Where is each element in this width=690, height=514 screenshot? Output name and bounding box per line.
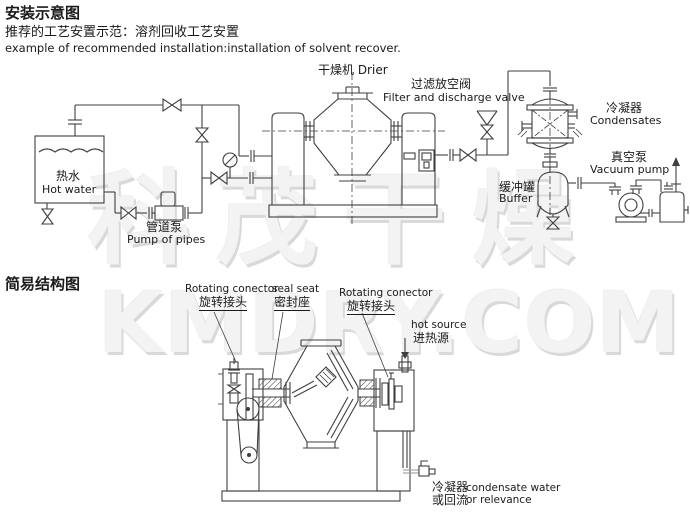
internal-probe bbox=[291, 366, 337, 398]
rotating-connector-left-label-en: Rotating conector bbox=[185, 283, 279, 295]
drain-label-cn-2: 或回流 bbox=[432, 493, 469, 507]
condensate-drain bbox=[402, 431, 436, 477]
drain-label-en-2: or relevance bbox=[466, 494, 532, 506]
hot-water-label-cn: 热水 bbox=[56, 169, 81, 183]
belt-drive bbox=[236, 373, 260, 464]
down-arrow-icon bbox=[401, 352, 409, 359]
pipe-pump bbox=[104, 191, 202, 221]
exhaust-arrow-icon bbox=[672, 157, 680, 166]
buffer-label-en: Buffer bbox=[499, 192, 533, 205]
right-seal-and-connector bbox=[358, 372, 403, 410]
hot-water-piping bbox=[68, 97, 272, 213]
vacuum-label-cn: 真空泵 bbox=[611, 150, 648, 164]
valve-icon bbox=[194, 127, 210, 143]
hot-source-label-en: hot source bbox=[411, 319, 467, 331]
rotating-connector-left-label-cn: 旋转接头 bbox=[199, 295, 248, 311]
pressure-gauge-icon bbox=[222, 152, 238, 178]
buffer-label-cn: 缓冲罐 bbox=[499, 180, 536, 194]
valve-icon bbox=[545, 216, 561, 230]
filter-valve-label-cn: 过滤放空阀 bbox=[411, 77, 472, 91]
subtitle-en: example of recommended installation:inst… bbox=[5, 41, 401, 55]
vacuum-pump-unit bbox=[609, 157, 689, 223]
valve-icon bbox=[162, 97, 182, 113]
rotating-connector-right-label-en: Rotating conector bbox=[339, 287, 433, 299]
hot-source-inlet bbox=[398, 338, 412, 373]
drier-unit bbox=[262, 72, 445, 227]
valve-icon bbox=[40, 208, 55, 225]
condenser-vessel bbox=[517, 96, 583, 215]
watermark-bottom: KMDRY.COM bbox=[98, 274, 681, 372]
page-title: 安装示意图 bbox=[5, 4, 81, 22]
hot-water-tank bbox=[34, 135, 105, 225]
hot-water-label-en: Hot water bbox=[42, 183, 97, 196]
pump-label-en: Pump of pipes bbox=[127, 233, 206, 246]
drain-label-en-1: condensate water bbox=[466, 482, 561, 494]
structure-base bbox=[221, 368, 415, 502]
buffer-tank bbox=[536, 171, 615, 230]
hot-source-label-cn: 进热源 bbox=[413, 331, 450, 345]
condenser-label-cn: 冷凝器 bbox=[606, 101, 643, 115]
left-rotating-connector bbox=[218, 358, 242, 405]
condenser-label-en: Condensates bbox=[590, 114, 662, 127]
structure-title: 简易结构图 bbox=[5, 275, 81, 293]
seal-seat-label-en: seal seat bbox=[272, 283, 320, 295]
valve-icon bbox=[120, 205, 137, 221]
valve-icon bbox=[210, 170, 228, 186]
seal-seat-label-cn: 密封座 bbox=[274, 295, 311, 311]
label-pointer-lines bbox=[213, 311, 389, 380]
filter-valve-label-en: Filter and discharge valve bbox=[383, 91, 525, 104]
rotating-connector-right-label-cn: 旋转接头 bbox=[347, 299, 396, 315]
drier-label: 干燥机 Drier bbox=[318, 63, 388, 77]
valve-icon bbox=[459, 147, 477, 163]
subtitle-cn: 推荐的工艺安置示范：溶剂回收工艺安置 bbox=[5, 25, 240, 40]
cone-vessel bbox=[283, 339, 359, 449]
drain-label-cn-1: 冷凝器 bbox=[432, 480, 469, 494]
pump-label-cn: 管道泵 bbox=[146, 220, 183, 234]
filter-valve-piping bbox=[435, 70, 557, 163]
vacuum-label-en: Vacuum pump bbox=[590, 163, 670, 176]
valve-icon bbox=[479, 124, 495, 140]
